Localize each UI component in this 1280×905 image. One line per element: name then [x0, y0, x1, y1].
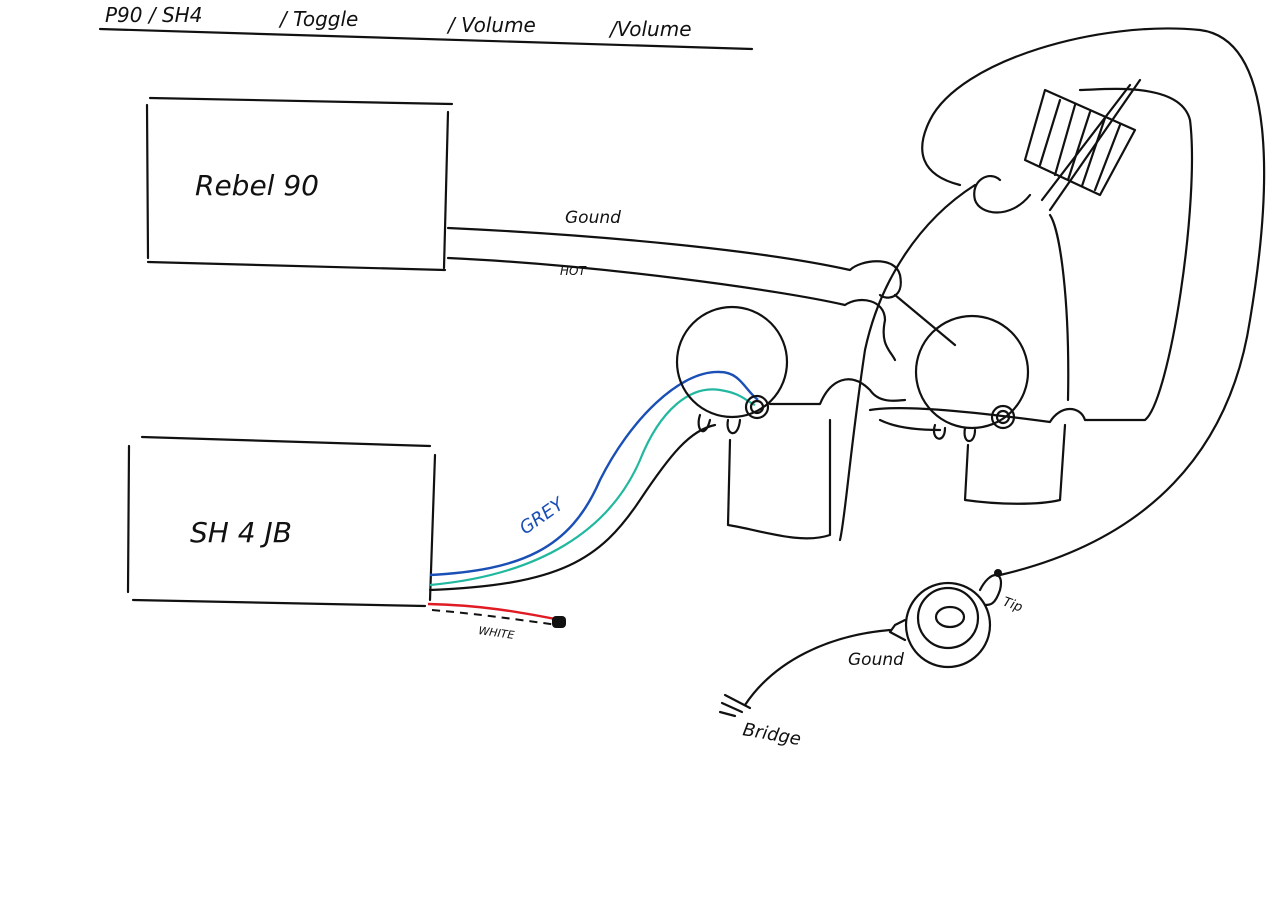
- grey-wire: [429, 370, 759, 577]
- bare-wire: [428, 423, 717, 592]
- red-wire: [427, 602, 561, 622]
- title-part-4: /Volume: [608, 17, 692, 41]
- tip-label: Tip: [1001, 595, 1025, 616]
- hot-label: HOT: [560, 264, 587, 278]
- neck-ground-wire: [446, 226, 902, 299]
- white-wire: [431, 609, 559, 626]
- title: P90 / SH4 / Toggle / Volume /Volume: [98, 3, 754, 51]
- ground-top-label: Gound: [565, 208, 621, 228]
- title-part-2: / Toggle: [278, 7, 358, 31]
- grey-label: GREY: [516, 493, 570, 539]
- green-wire: [429, 388, 756, 587]
- bridge-ground-label: Bridge: [741, 719, 802, 750]
- volume-pot-1: [675, 305, 907, 540]
- toggle-switch: [838, 27, 1266, 577]
- wire-tape-end: [552, 616, 566, 628]
- neck-pickup: Rebel 90: [145, 96, 454, 272]
- white-label: WHITE: [478, 624, 516, 642]
- title-part-3: / Volume: [446, 13, 536, 37]
- bridge-pickup-label: SH 4 JB: [190, 516, 292, 549]
- output-jack: [718, 569, 1003, 718]
- volume-pot-2: [868, 87, 1194, 505]
- bridge-pickup: SH 4 JB: [126, 435, 437, 608]
- title-underline: [98, 27, 754, 51]
- title-part-1: P90 / SH4: [105, 3, 202, 27]
- neck-pickup-label: Rebel 90: [195, 169, 319, 202]
- neck-hot-wire: [446, 256, 897, 362]
- jack-ground-label: Gound: [848, 650, 904, 670]
